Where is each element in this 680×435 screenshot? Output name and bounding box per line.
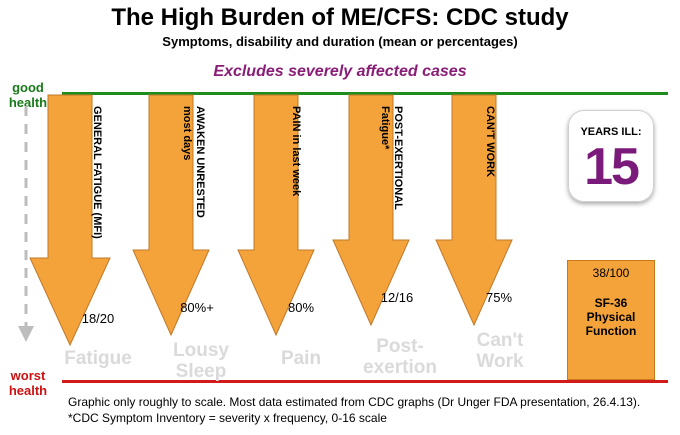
worst-health-line1: worst: [10, 368, 46, 383]
symptom-value-pain: 80%: [287, 300, 315, 315]
sf36-label: SF-36 Physical Function: [585, 296, 637, 338]
footnote-line2: *CDC Symptom Inventory = severity x freq…: [68, 411, 387, 425]
worst-health-label: worst health: [0, 368, 56, 398]
category-post-exertion: Post-exertion: [363, 336, 437, 378]
symptom-value-sleep: 80%+: [180, 300, 214, 315]
sf36-box: [567, 260, 655, 380]
years-ill-label: YEARS ILL:: [580, 126, 642, 138]
good-health-line: [62, 92, 668, 95]
good-health-line1: good: [12, 80, 44, 95]
excludes-note: Excludes severely affected cases: [213, 63, 467, 80]
page-title: The High Burden of ME/CFS: CDC study: [111, 4, 569, 31]
symptom-value-cant-work: 75%: [485, 290, 513, 305]
arrow-cant-work: [435, 94, 513, 327]
worst-health-line2: health: [8, 383, 48, 398]
years-ill-card: [568, 110, 654, 202]
category-fatigue: Fatigue: [64, 348, 132, 369]
good-health-label: good health: [0, 80, 56, 110]
arrow-fatigue: [29, 94, 111, 347]
arrow-post-exertional: [332, 94, 410, 327]
years-ill-value: 15: [584, 138, 640, 196]
category-pain: Pain: [280, 348, 322, 369]
scale-down-arrow-icon: [18, 106, 34, 342]
symptom-label-cant-work: CAN'T WORK: [484, 106, 496, 178]
symptom-label-fatigue: GENERAL FATIGUE (MFI): [91, 106, 103, 239]
good-health-line2: health: [8, 95, 48, 110]
symptom-value-post-exertional: 12/16: [380, 290, 414, 305]
footnote-line1: Graphic only roughly to scale. Most data…: [68, 395, 641, 409]
symptom-label-pain: PAIN in last week: [290, 106, 302, 197]
footnote: Graphic only roughly to scale. Most data…: [68, 394, 640, 426]
symptom-value-fatigue: 18/20: [81, 311, 115, 326]
page-subtitle: Symptoms, disability and duration (mean …: [162, 34, 518, 49]
arrow-sleep: [132, 94, 210, 337]
arrow-pain: [237, 94, 315, 337]
sf36-value: 38/100: [592, 266, 630, 280]
worst-health-line: [62, 380, 668, 383]
